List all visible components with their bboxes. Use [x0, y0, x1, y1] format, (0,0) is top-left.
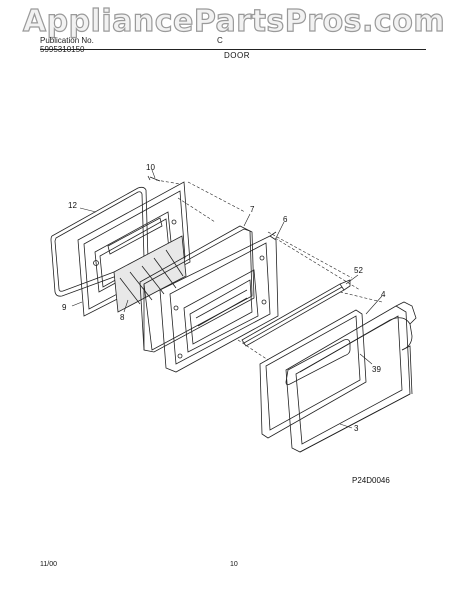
publication-label: Publication No.	[40, 36, 94, 45]
callout-leaders	[71, 169, 383, 429]
callout-8: 8	[120, 313, 125, 322]
callout-4: 4	[381, 290, 386, 299]
diagram-code: P24D0046	[352, 476, 390, 485]
watermark: AppliancePartsPros.com	[22, 3, 446, 39]
part-inner-glass	[113, 235, 187, 313]
part-door-frame	[159, 231, 279, 373]
callout-12: 12	[68, 201, 77, 210]
part-door-liner	[139, 225, 255, 353]
part-door-trim	[241, 279, 351, 347]
callout-3: 3	[354, 424, 359, 433]
callout-52: 52	[354, 266, 363, 275]
part-screw	[147, 175, 161, 182]
callout-10: 10	[146, 163, 155, 172]
header-rule	[40, 49, 426, 50]
footer-page-number: 10	[230, 561, 238, 568]
part-outer-door-panel	[285, 301, 417, 453]
footer-date: 11/00	[40, 561, 57, 568]
model-number: C	[217, 36, 223, 45]
section-title: DOOR	[224, 51, 250, 60]
callout-6: 6	[283, 215, 288, 224]
callout-7: 7	[250, 205, 255, 214]
part-inner-door-panel	[77, 181, 191, 317]
assembly-guide-lines	[155, 179, 383, 361]
callout-9: 9	[62, 303, 67, 312]
callout-39: 39	[372, 365, 381, 374]
